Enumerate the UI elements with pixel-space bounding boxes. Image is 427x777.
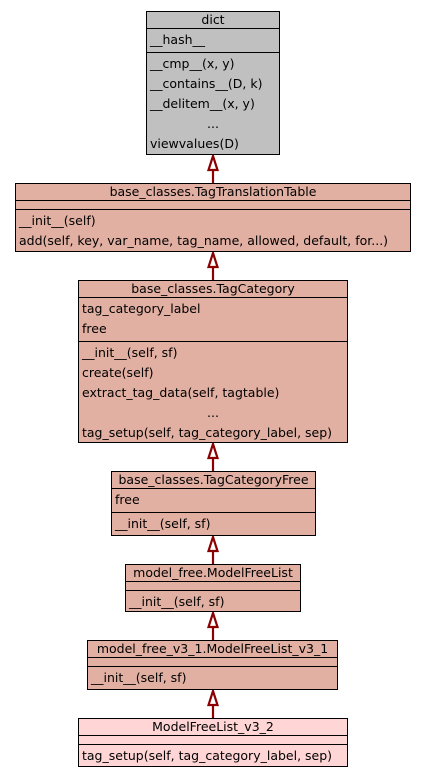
operation: __contains__(D, k) — [150, 76, 263, 91]
operations-section: __init__(self, sf) — [88, 667, 337, 690]
arrowhead-tcfree — [206, 533, 220, 553]
operation: __delitem__(x, y) — [150, 96, 255, 111]
operation: __cmp__(x, y) — [150, 56, 235, 71]
operation: __init__(self, sf) — [129, 594, 225, 609]
class-tag-translation-table[interactable]: base_classes.TagTranslationTable __init_… — [15, 183, 411, 252]
class-name: model_free_v3_1.ModelFreeList_v3_1 — [88, 641, 337, 658]
class-model-free-list-v3-1[interactable]: model_free_v3_1.ModelFreeList_v3_1 __ini… — [87, 640, 338, 690]
attributes-section — [16, 201, 410, 210]
arrowhead-tagcategory — [206, 440, 220, 460]
class-name: model_free.ModelFreeList — [126, 565, 300, 582]
arrowhead-mflv31 — [206, 687, 220, 707]
attribute: __hash__ — [150, 32, 206, 47]
class-model-free-list[interactable]: model_free.ModelFreeList __init__(self, … — [125, 564, 301, 612]
class-model-free-list-v3-2[interactable]: ModelFreeList_v3_2 tag_setup(self, tag_c… — [78, 718, 348, 767]
class-tag-category[interactable]: base_classes.TagCategory tag_category_la… — [78, 280, 348, 443]
ellipsis: ... — [207, 116, 219, 131]
operation: tag_setup(self, tag_category_label, sep) — [82, 748, 333, 763]
operations-section: __init__(self, sf) create(self) extract_… — [79, 342, 347, 445]
operations-section: tag_setup(self, tag_category_label, sep) — [79, 745, 347, 768]
attributes-section: __hash__ — [147, 29, 279, 53]
operation: __init__(self, sf) — [91, 670, 187, 685]
class-name: base_classes.TagCategoryFree — [112, 472, 315, 489]
class-tag-category-free[interactable]: base_classes.TagCategoryFree free __init… — [111, 471, 316, 536]
attributes-section — [79, 736, 347, 745]
operation: __init__(self) — [19, 213, 96, 228]
attributes-section: tag_category_label free — [79, 298, 347, 342]
class-name: dict — [147, 12, 279, 29]
attributes-section: free — [112, 489, 315, 513]
attributes-section — [88, 658, 337, 667]
operation: add(self, key, var_name, tag_name, allow… — [19, 233, 389, 248]
operation: create(self) — [82, 365, 154, 380]
class-name: base_classes.TagTranslationTable — [16, 184, 410, 201]
attribute: free — [82, 321, 107, 336]
attribute: free — [115, 492, 140, 507]
attribute: tag_category_label — [82, 301, 201, 316]
operations-section: __cmp__(x, y) __contains__(D, k) __delit… — [147, 53, 279, 156]
operation: viewvalues(D) — [150, 136, 239, 151]
class-name: ModelFreeList_v3_2 — [79, 719, 347, 736]
attributes-section — [126, 582, 300, 591]
arrowhead-ttt — [206, 249, 220, 269]
class-name: base_classes.TagCategory — [79, 281, 347, 298]
ellipsis: ... — [207, 405, 219, 420]
operation: __init__(self, sf) — [115, 516, 211, 531]
operations-section: __init__(self, sf) — [112, 513, 315, 536]
arrowhead-dict — [206, 152, 220, 172]
arrowhead-mfl — [206, 609, 220, 629]
class-dict[interactable]: dict __hash__ __cmp__(x, y) __contains__… — [146, 11, 280, 155]
operation: extract_tag_data(self, tagtable) — [82, 385, 280, 400]
operations-section: __init__(self) add(self, key, var_name, … — [16, 210, 410, 253]
operation: __init__(self, sf) — [82, 345, 178, 360]
operations-section: __init__(self, sf) — [126, 591, 300, 614]
operation: tag_setup(self, tag_category_label, sep) — [82, 425, 333, 440]
